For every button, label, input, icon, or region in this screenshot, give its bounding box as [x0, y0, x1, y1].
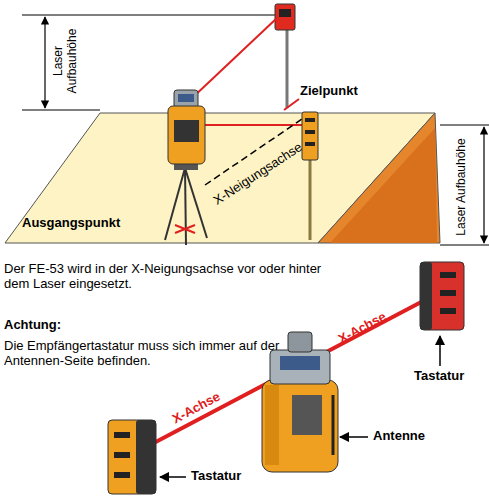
laser-window: [280, 356, 320, 370]
receiver-window: [305, 142, 315, 146]
slope-shade: [330, 128, 437, 243]
dimension-arrow: [44, 17, 45, 108]
dimension-line: [440, 245, 489, 246]
part-label: Tastatur: [414, 369, 489, 384]
laser-top: [288, 332, 312, 352]
receiver-window: [114, 432, 130, 438]
dimension-line: [22, 110, 100, 111]
receiver-window: [440, 290, 456, 296]
origin-mark: [175, 225, 195, 233]
receiver: [108, 420, 156, 494]
dimension-line: [440, 125, 489, 126]
pointer-arrow: [340, 436, 368, 438]
laser-shade: [265, 385, 279, 465]
target-pole: [286, 30, 289, 108]
dimension-label: Laser Aufbauhöhe: [455, 137, 469, 237]
laser-beam: [200, 124, 303, 126]
receiver-window: [305, 118, 315, 122]
laser-beam: [190, 18, 277, 100]
target-label: Zielpunkt: [300, 84, 390, 99]
tripod-leg: [185, 168, 186, 245]
origin-label: Ausgangspunkt: [22, 216, 152, 231]
receiver-window: [114, 452, 130, 458]
axis-label: X-Achse: [336, 292, 422, 347]
warning-heading: Achtung:: [4, 318, 124, 333]
target-receiver: [275, 4, 295, 30]
dimension-arrow: [483, 127, 484, 243]
receiver-window: [279, 9, 291, 17]
receiver-window: [440, 308, 456, 314]
laser-head: [174, 90, 198, 108]
target-mark: [284, 99, 299, 110]
antenna: [332, 395, 335, 455]
part-label: Antenne: [373, 429, 463, 444]
part-label: Tastatur: [191, 469, 281, 484]
axis-label: X-Achse: [170, 372, 256, 427]
laser-window: [178, 94, 194, 102]
dimension-line: [22, 15, 275, 16]
axis-label: X-Neigungsachse: [211, 131, 320, 209]
laser-panel: [292, 395, 322, 435]
slope-face: [318, 113, 440, 243]
laser-body: [168, 106, 205, 164]
tripod-head: [174, 164, 198, 170]
laser-panel: [174, 120, 199, 142]
receiver-window: [440, 272, 456, 278]
receiver-keypad: [136, 420, 156, 494]
pointer-arrow: [439, 336, 441, 366]
laser-head: [270, 350, 330, 384]
receiver: [420, 262, 464, 330]
warning-note: Die Empfängertastatur muss sich immer au…: [4, 339, 304, 369]
receiver-window: [305, 130, 315, 134]
origin-mark: [175, 225, 195, 233]
dimension-label: Laser Aufbauhöhe: [52, 22, 80, 100]
laser-body: [262, 380, 338, 472]
receiver-keypad: [420, 262, 432, 330]
instruction-note: Der FE-53 wird in der X-Neigungsachse vo…: [4, 262, 339, 292]
pointer-arrow: [160, 476, 186, 478]
receiver-window: [114, 472, 130, 478]
